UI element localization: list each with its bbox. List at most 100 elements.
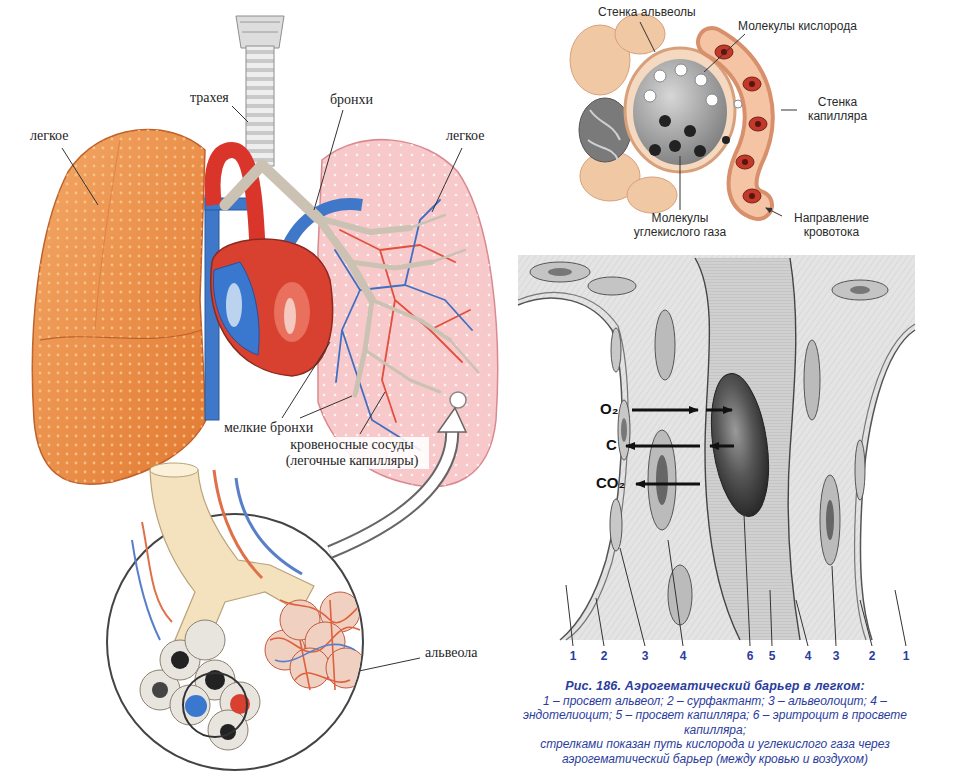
callout-number: 4 (673, 650, 693, 664)
leader-lines-part (360, 392, 385, 434)
air-blood-barrier-part (832, 280, 888, 300)
air-blood-barrier-part (656, 455, 668, 505)
alveolus-exchange-part (654, 70, 666, 82)
leader-lines-part (62, 148, 98, 205)
air-blood-barrier-part-part (796, 600, 808, 646)
alveolus-exchange-part (669, 140, 681, 152)
left-lung-part (40, 330, 202, 340)
air-blood-barrier-part (610, 499, 622, 551)
air-blood-barrier-part (703, 370, 777, 520)
leader-lines-part (282, 342, 330, 418)
structure-label: Молекулы углекислого газа (625, 212, 735, 240)
gas-label: C (606, 436, 617, 453)
air-blood-barrier-part (788, 258, 800, 640)
structure-label: Стенка альвеолы (598, 6, 696, 20)
air-blood-barrier-part-part (744, 514, 750, 646)
alveolus-exchange-part (644, 90, 656, 102)
alveoli-inset-part-part (185, 695, 207, 717)
alveolus-exchange-part (649, 144, 661, 156)
alveolus-exchange-part (615, 14, 665, 54)
left-lung-part (95, 140, 120, 330)
alveolus-exchange-part (749, 193, 755, 199)
caption-legend: 1 – просвет альвеол; 2 – сурфактант; 3 –… (515, 694, 915, 738)
callout-number: 4 (798, 650, 818, 664)
air-blood-barrier-part-part (620, 548, 645, 646)
callout-number: 2 (862, 650, 882, 664)
air-blood-barrier-part (518, 255, 915, 640)
callout-number: 3 (635, 650, 655, 664)
callout-number: 6 (740, 650, 760, 664)
alveoli-inset (107, 463, 366, 770)
structure-label: Направление кровотока (784, 212, 879, 240)
air-blood-barrier-part (855, 440, 865, 500)
air-blood-barrier (518, 255, 915, 646)
organ-label: легкое (446, 128, 484, 144)
air-blood-barrier-part (518, 292, 628, 640)
alveoli-inset-part-part (270, 600, 365, 690)
alveolus-exchange-part (706, 94, 718, 106)
alveoli-inset-part (107, 514, 363, 770)
organ-label: трахея (190, 90, 229, 106)
left-lung-part (32, 129, 206, 484)
callout-number: 3 (826, 650, 846, 664)
zoom-arrow-part (438, 408, 466, 432)
alveolus-exchange-part (640, 22, 797, 216)
organ-label: альвеола (425, 645, 477, 661)
alveolus-exchange (570, 14, 797, 216)
right-lung-part (318, 140, 498, 487)
gas-label: O₂ (600, 400, 618, 417)
air-blood-barrier-part (854, 324, 915, 640)
alveoli-inset-part-part (183, 673, 247, 737)
alveoli-inset-part (150, 463, 198, 477)
alveolus-exchange-part (675, 64, 687, 76)
bronchial-tree-part (335, 200, 472, 450)
alveolus-exchange-part-part (766, 208, 782, 216)
air-blood-barrier-part (626, 410, 734, 484)
gas-label: CO₂ (596, 474, 625, 491)
heart (211, 239, 333, 376)
air-blood-barrier-part (668, 565, 692, 625)
caption-block: Рис. 186. Аэрогематический барьер в легк… (515, 679, 915, 766)
air-blood-barrier-part (518, 298, 622, 640)
heart-part (226, 283, 242, 327)
bronchial-tree-part (410, 215, 478, 372)
alveoli-inset-part-part (152, 682, 168, 698)
alveolus-exchange-part (742, 159, 748, 165)
air-blood-barrier-part (588, 277, 636, 295)
bronchial-tree-part (340, 230, 470, 422)
organ-label: легкое (30, 128, 68, 144)
alveolus-exchange-part (734, 100, 742, 108)
alveolus-exchange-part-part (680, 156, 681, 210)
alveolus-exchange-part (695, 74, 707, 86)
alveoli-inset-part-part (208, 710, 248, 750)
callout-number: 5 (762, 650, 782, 664)
alveoli-inset-part-part (275, 644, 355, 661)
bronchial-tree-part (355, 300, 372, 395)
alveolus-exchange-part (736, 155, 754, 169)
air-blood-barrier-part-part (668, 540, 683, 646)
heart-part (211, 239, 333, 376)
alveolus-exchange-part-part (781, 110, 797, 111)
alveoli-inset-part-part (185, 620, 225, 660)
air-blood-barrier-part (820, 475, 840, 565)
alveolus-exchange-part (627, 177, 677, 213)
bronchial-tree-part (225, 165, 262, 205)
bronchial-tree (225, 165, 478, 450)
left-lung (32, 129, 206, 484)
zoom-arrow-part (450, 392, 466, 408)
organ-label: бронхи (330, 92, 373, 108)
alveolus-exchange-part (633, 59, 727, 165)
alveolus-exchange-part (694, 145, 706, 157)
alveolus-exchange-part (743, 77, 761, 91)
right-lung-part (318, 140, 498, 487)
alveoli-inset-part-part (170, 685, 210, 725)
great-vessels (205, 150, 362, 420)
bronchial-tree-part (262, 165, 318, 218)
callout-number: 1 (563, 650, 583, 664)
structure-label: Стенка капилляра (800, 96, 875, 124)
alveolus-exchange-part (749, 117, 767, 131)
air-blood-barrier-part (566, 514, 906, 646)
air-blood-barrier-part-part (632, 409, 698, 412)
air-blood-barrier-part (655, 310, 675, 380)
air-blood-barrier-part-part (895, 590, 906, 646)
